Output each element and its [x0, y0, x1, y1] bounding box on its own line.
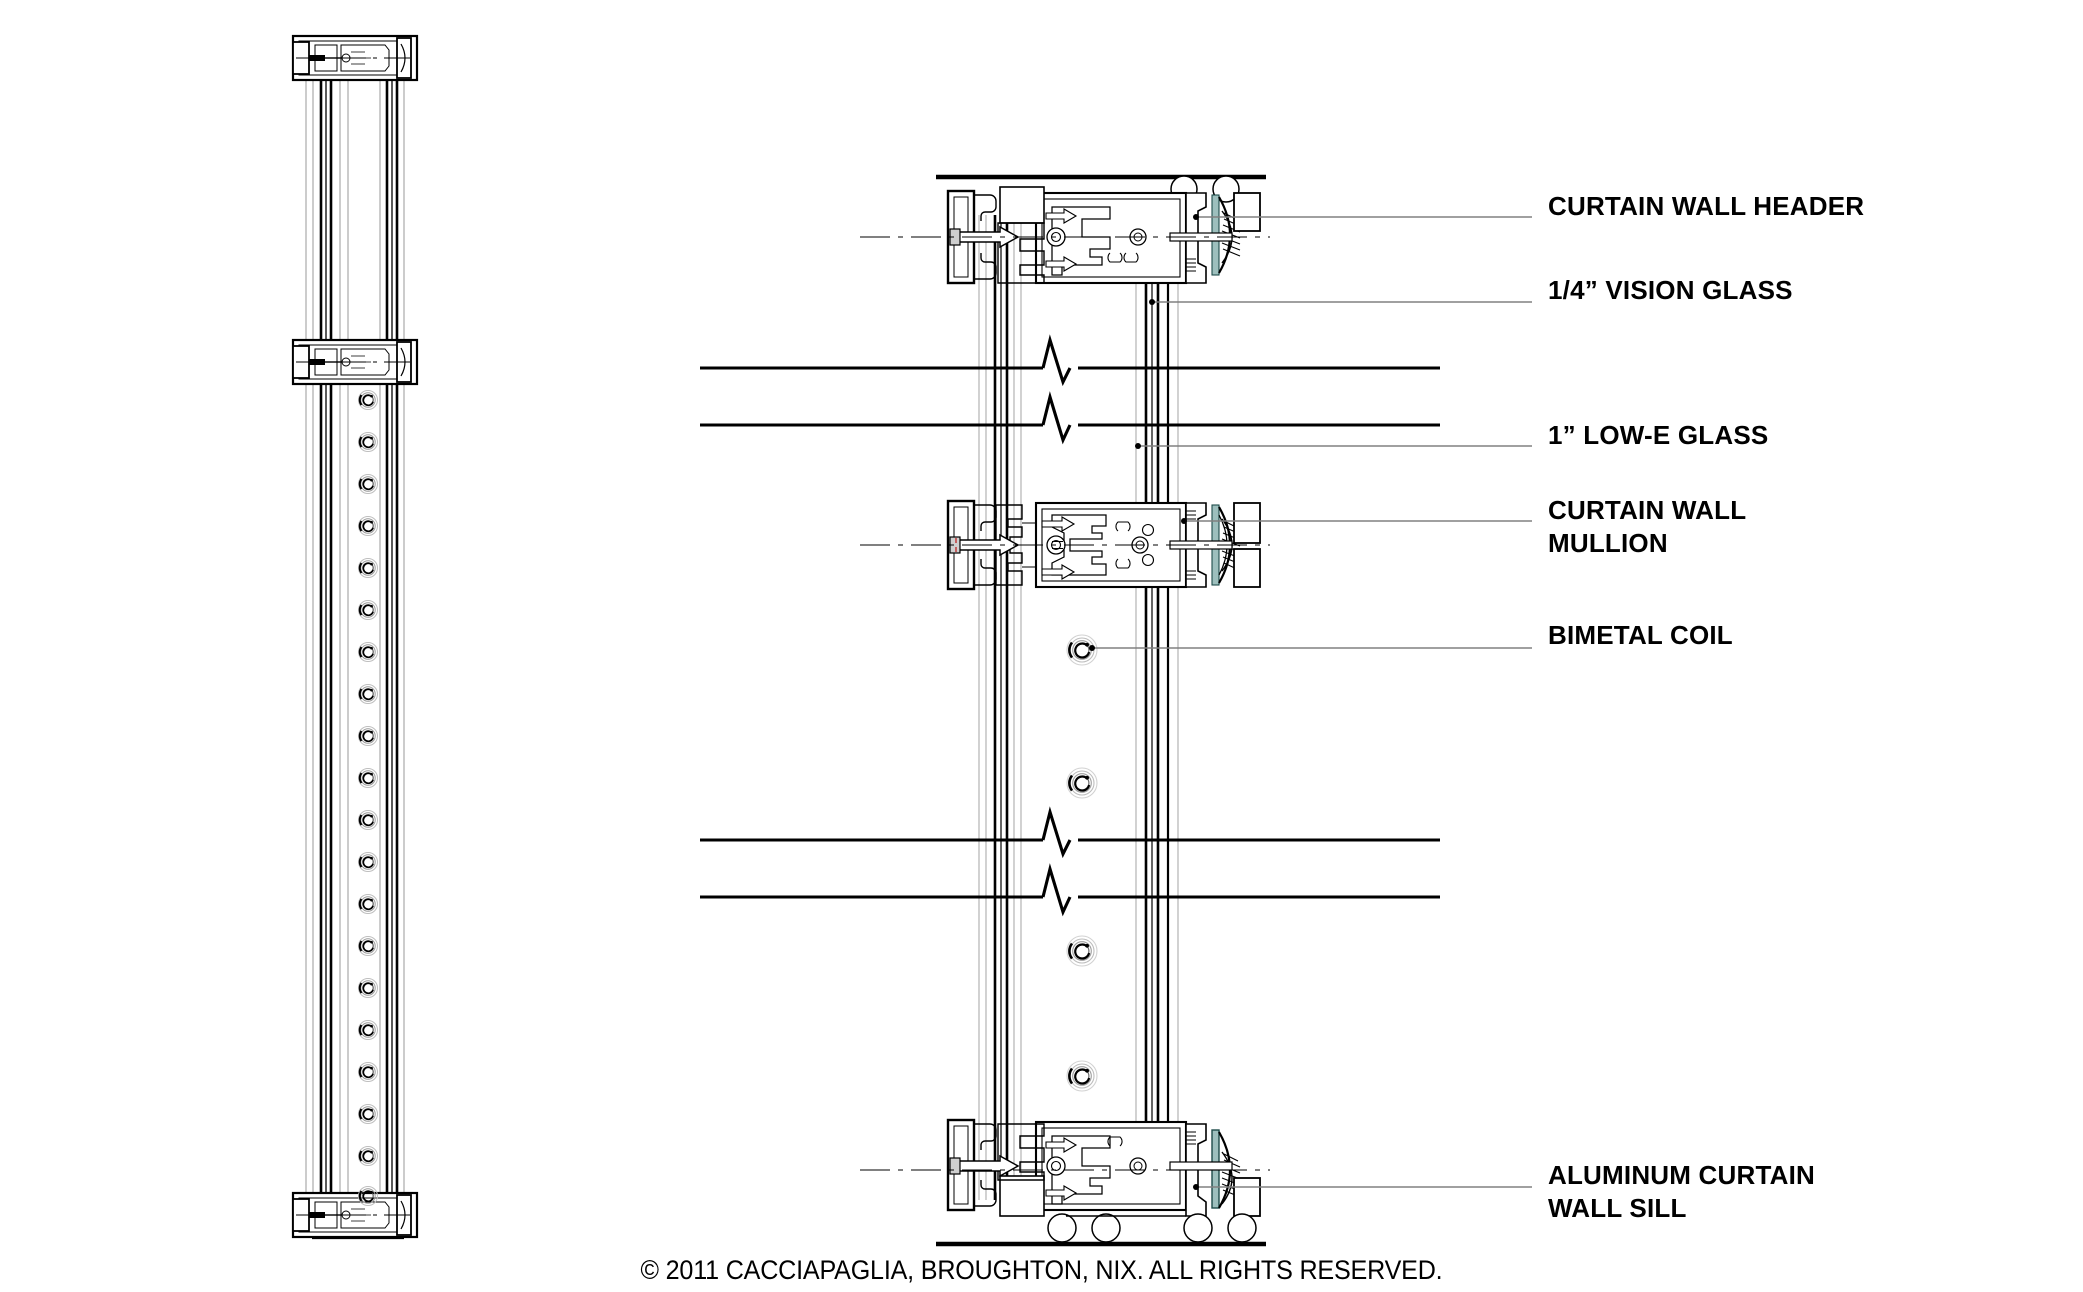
leader-dot-low-e-glass: [1135, 443, 1141, 449]
section-centre-lines: [860, 236, 1270, 1171]
floor-slab-lines-upper: [700, 366, 1440, 427]
label-line-1: CURTAIN WALL: [1548, 495, 1747, 525]
label-bimetal-coil: BIMETAL COIL: [1548, 620, 1733, 650]
elevation-bimetal-coil-row: [357, 389, 379, 1207]
break-line-upper: [1041, 334, 1072, 445]
label-curtain-wall-header: CURTAIN WALL HEADER: [1548, 191, 1865, 221]
copyright-notice: © 2011 CACCIAPAGLIA, BROUGHTON, NIX. ALL…: [640, 1255, 1443, 1285]
leader-dot-aluminum-curtain-wall-sill: [1193, 1184, 1199, 1190]
leader-dot-curtain-wall-mullion: [1181, 518, 1187, 524]
aluminum-curtain-wall-sill-section: [936, 1120, 1266, 1244]
floor-slab-lines-lower: [700, 838, 1440, 899]
label-low-e-glass: 1” LOW-E GLASS: [1548, 420, 1769, 450]
leader-dot-bimetal-coil: [1089, 645, 1095, 651]
main-section-detail: [700, 176, 1440, 1244]
break-line-lower: [1041, 806, 1072, 917]
label-line-2: MULLION: [1548, 528, 1668, 558]
leader-lines-group: [1089, 214, 1532, 1190]
glass-and-frame-vertical-lines: [978, 215, 1179, 1200]
label-vision-glass: 1/4” VISION GLASS: [1548, 275, 1793, 305]
leader-dot-curtain-wall-header: [1193, 214, 1199, 220]
curtain-wall-header-section: [936, 176, 1266, 283]
elevation-mullion-body: [305, 62, 405, 1232]
label-line-1: ALUMINUM CURTAIN: [1548, 1160, 1816, 1190]
label-line-2: WALL SILL: [1548, 1193, 1687, 1223]
left-elevation-assembly: [291, 34, 419, 1240]
detail-bimetal-coils: [1065, 633, 1099, 1093]
elevation-centre-lines: [296, 57, 418, 1216]
leader-dot-vision-glass: [1149, 299, 1155, 305]
